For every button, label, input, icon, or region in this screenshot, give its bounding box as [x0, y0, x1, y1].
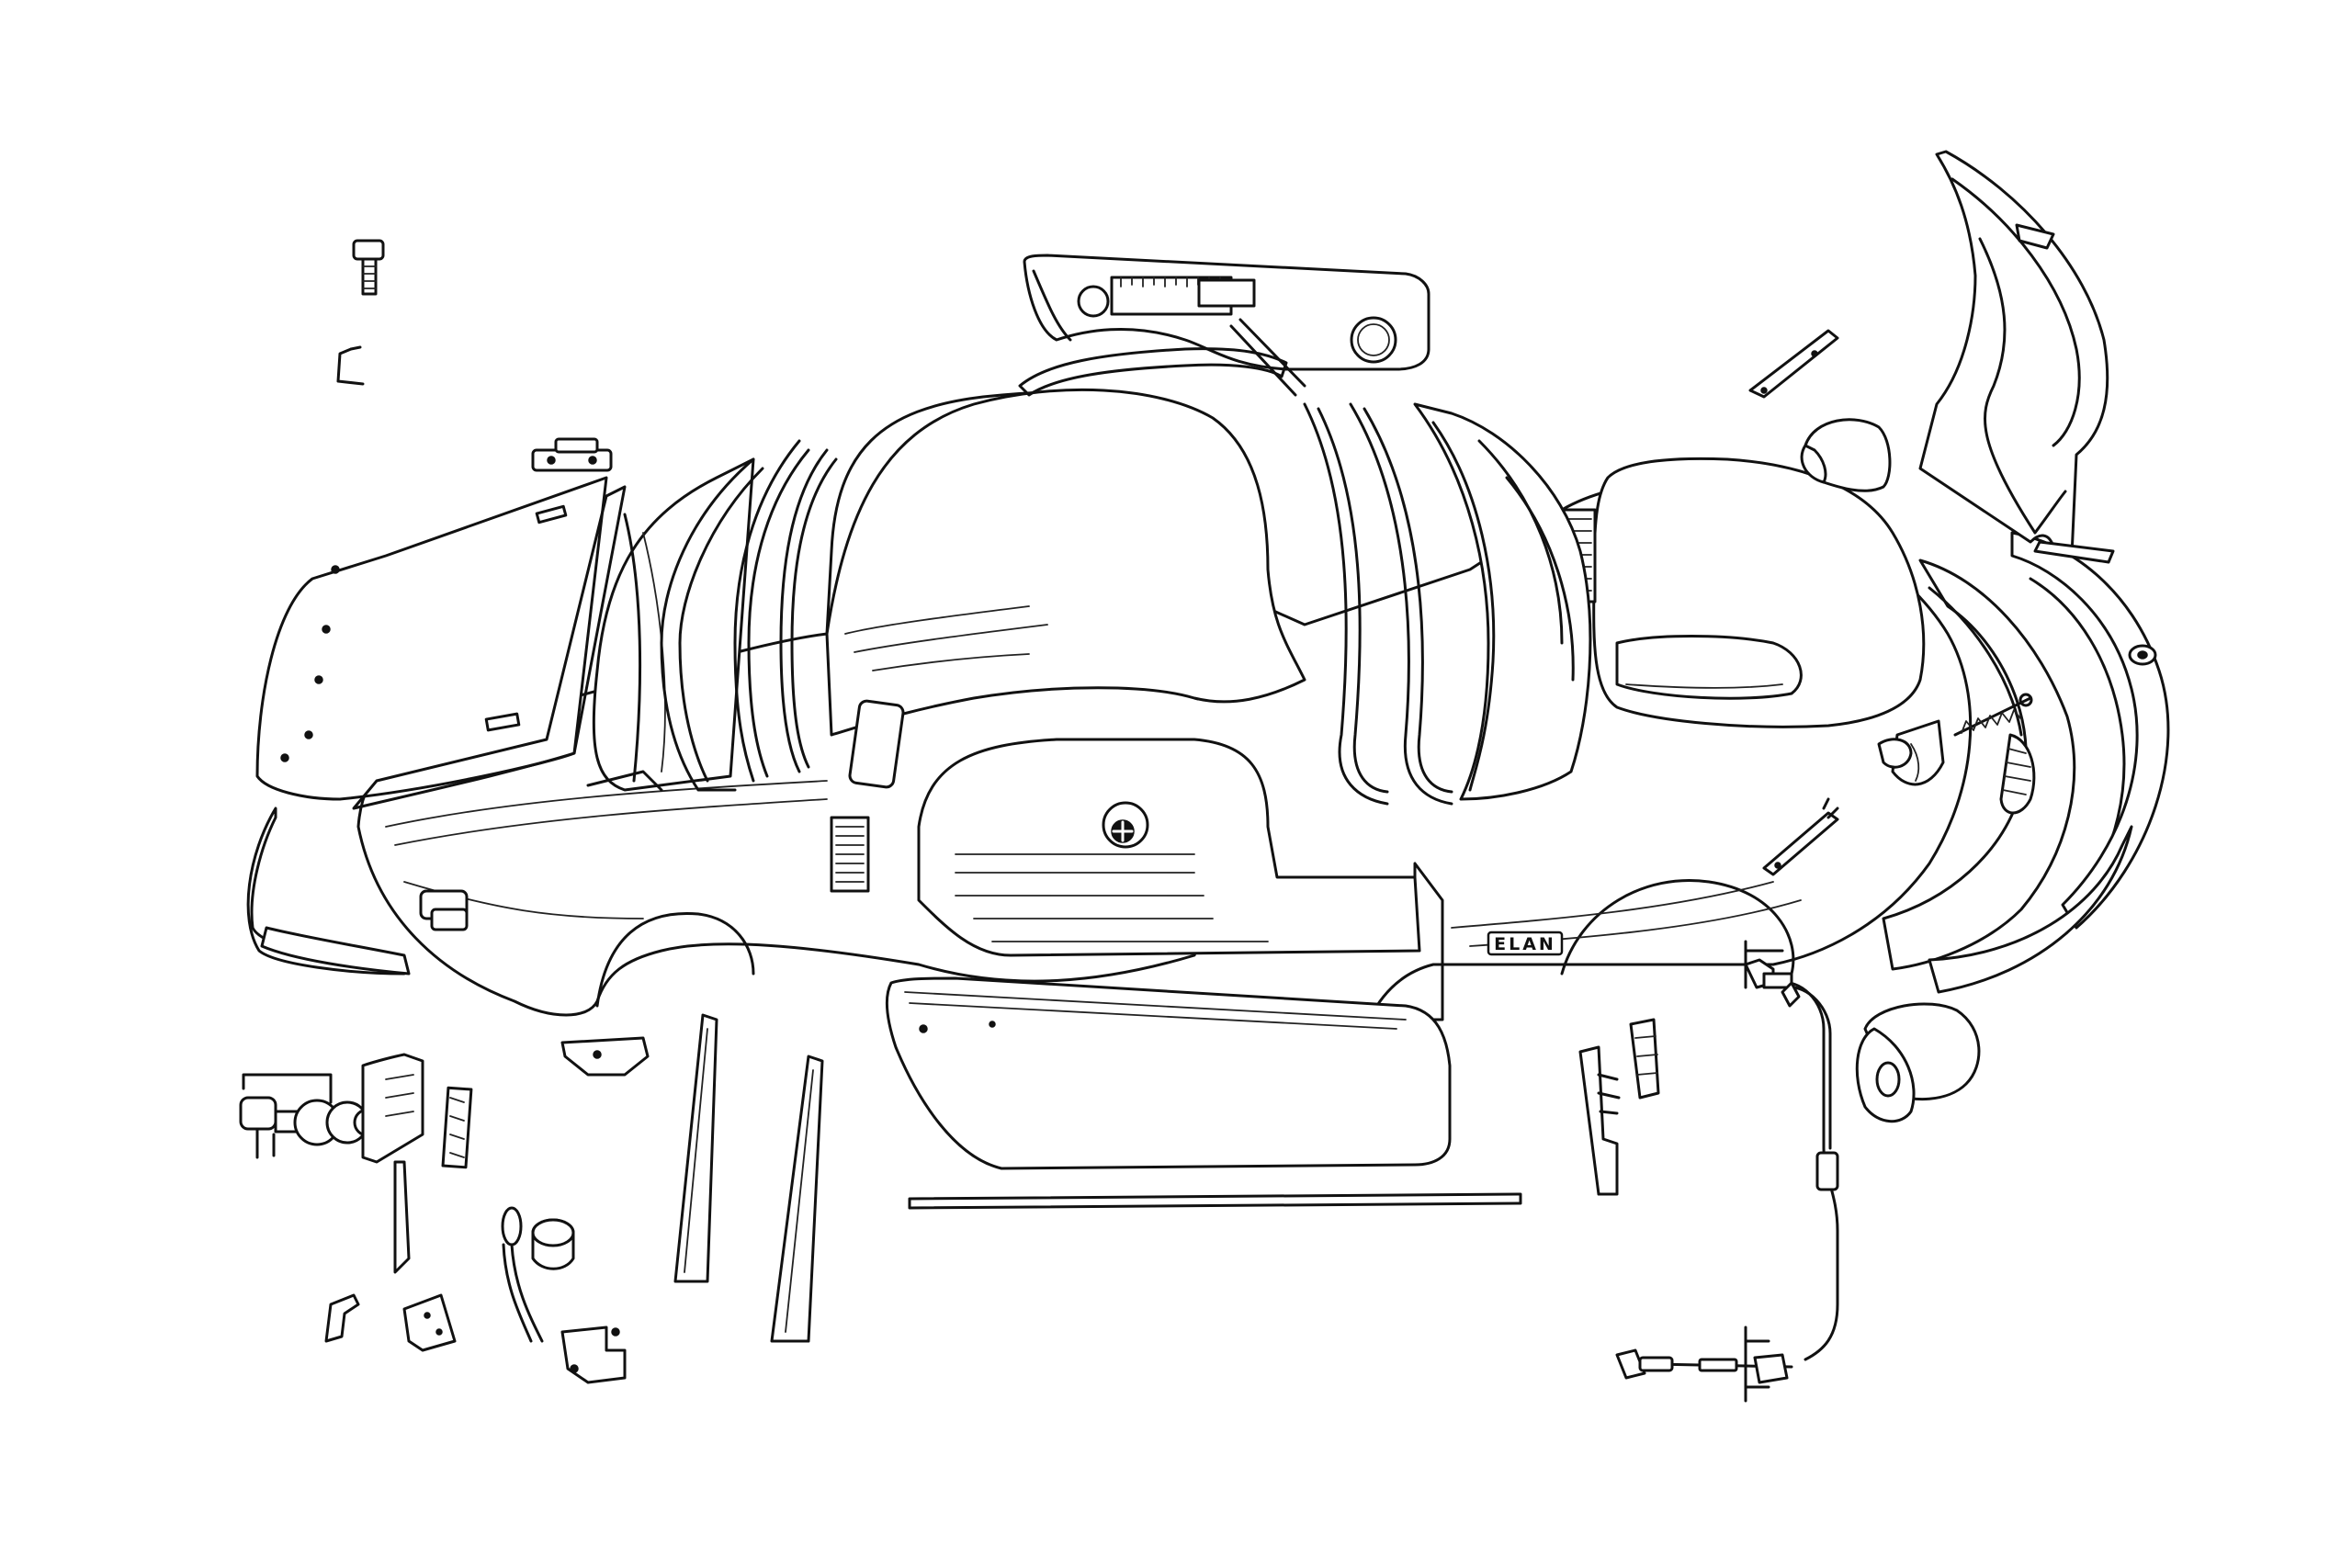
wing-mirror-lower: [1855, 1002, 1981, 1123]
door-hinge-bracket: [560, 1325, 627, 1384]
front-grille: [1999, 733, 2036, 815]
front-bumper: [1928, 531, 2170, 994]
door-check-spring: [501, 1206, 544, 1343]
rear-bumper: [246, 807, 411, 976]
door-outer-panel: [886, 976, 1452, 1170]
bonnet-spring: [1953, 693, 2033, 737]
hinge-hook: [560, 1036, 650, 1077]
door-glass-right-4: [1477, 439, 1575, 682]
windscreen-frame: [1918, 150, 2115, 564]
bolt: [352, 239, 385, 296]
bonnet-stay: [1762, 797, 1839, 876]
door-trim-panel: [1023, 254, 1430, 371]
window-channel-1: [673, 1013, 718, 1283]
right-door-hinge: [1578, 1018, 1660, 1196]
wing-mirror-upper: [1800, 418, 1892, 492]
door-glass-right-2: [1349, 402, 1453, 806]
window-channel-2: [770, 1055, 824, 1343]
side-vent: [830, 816, 870, 893]
right-bracket-upper: [1748, 329, 1839, 399]
fuel-cap: [1102, 801, 1149, 849]
boot-hinge: [531, 437, 613, 472]
bonnet: [1549, 457, 1926, 728]
lock-bracket-plate: [402, 1293, 457, 1352]
lock-bracket-small: [324, 1293, 360, 1343]
badge-text: ELAN: [1494, 934, 1556, 954]
door-window-frame-left-3: [779, 448, 838, 773]
boot-lid: [255, 476, 627, 810]
door-lock-assembly: [239, 1053, 424, 1274]
door-glass-right-1: [1303, 402, 1389, 806]
door-buffer: [531, 1218, 575, 1270]
door-window-frame-left-2: [733, 439, 810, 783]
door-window-frame-left-1: [660, 457, 764, 792]
bonnet-pin: [1891, 719, 1945, 786]
elan-badge: ELAN: [1487, 931, 1564, 956]
striker-plate: [441, 1086, 473, 1169]
small-grommet: [2128, 644, 2157, 666]
door-glass-right-3: [1413, 402, 1592, 801]
clip: [336, 345, 365, 386]
bonnet-release-cable: [1615, 940, 1839, 1403]
